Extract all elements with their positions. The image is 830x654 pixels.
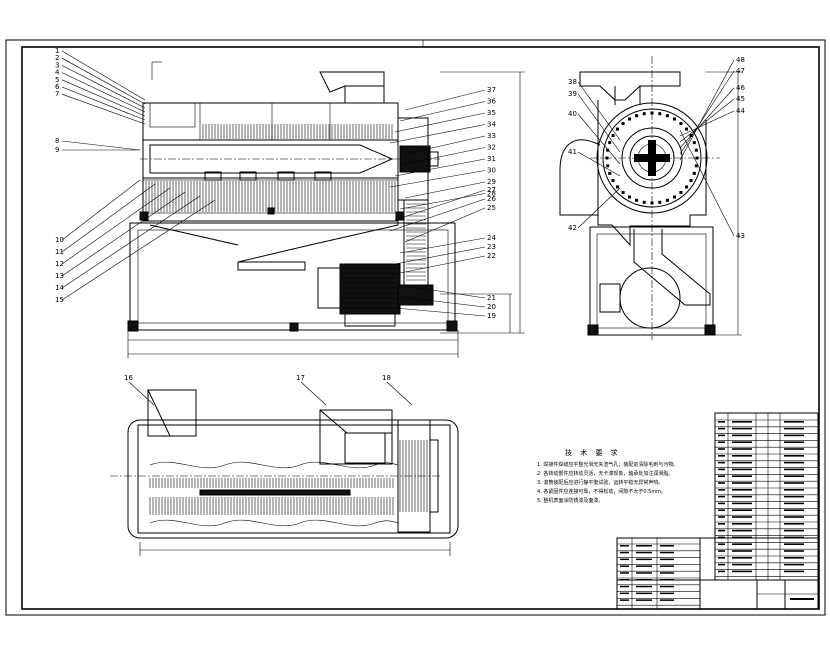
callout-label: 7 <box>55 90 59 98</box>
callout-label: 25 <box>487 204 496 212</box>
callout-label: 32 <box>487 144 496 152</box>
callout-label: 1 <box>55 47 59 55</box>
callout-label: 19 <box>487 312 496 320</box>
callout-label: 31 <box>487 155 496 163</box>
callout-label: 16 <box>124 374 133 382</box>
callout-label: 12 <box>55 260 64 268</box>
callout-label: 20 <box>487 303 496 311</box>
callout-label: 9 <box>55 146 59 154</box>
callout-label: 46 <box>736 84 745 92</box>
callout-label: 14 <box>55 284 64 292</box>
callout-label: 5 <box>55 76 59 84</box>
callout-label: 18 <box>382 374 391 382</box>
callout-label: 47 <box>736 67 745 75</box>
callout-label: 21 <box>487 294 496 302</box>
callout-label: 22 <box>487 252 496 260</box>
tech-req-line: 1. 焊接件焊缝应平整光滑无夹渣气孔；装配前清除毛刺与污物。 <box>537 461 678 468</box>
callout-label: 41 <box>568 148 577 156</box>
callout-label: 4 <box>55 69 60 77</box>
callout-label: 35 <box>487 109 496 117</box>
callout-label: 6 <box>55 83 60 91</box>
callout-label: 23 <box>487 243 496 251</box>
tech-req-line: 2. 各转动部件应转动灵活，无卡滞现象，轴承处加注润滑脂。 <box>537 470 673 477</box>
callout-label: 11 <box>55 248 64 256</box>
sheet-outer-border <box>5 39 826 616</box>
tech-req-title: 技 术 要 求 <box>565 448 621 457</box>
callout-label: 37 <box>487 86 496 94</box>
side-view <box>559 56 742 340</box>
callout-label: 40 <box>568 110 577 118</box>
title-block <box>616 537 819 610</box>
callout-label: 43 <box>736 232 745 240</box>
top-view <box>110 389 459 556</box>
callout-label: 36 <box>487 98 496 106</box>
callout-label: 17 <box>296 374 305 382</box>
sheet-inner-border <box>21 46 820 610</box>
callout-label: 45 <box>736 95 745 103</box>
tech-req-line: 4. 各紧固件应连接可靠，不得松动，间隙不大于0.5mm。 <box>537 488 666 495</box>
callout-label: 38 <box>568 78 577 86</box>
callout-label: 30 <box>487 167 496 175</box>
callout-label: 29 <box>487 178 496 186</box>
parts-list-table <box>714 412 819 581</box>
callout-label: 39 <box>568 90 577 98</box>
callout-label: 24 <box>487 234 496 242</box>
callout-label: 26 <box>487 195 496 203</box>
callout-label: 48 <box>736 56 745 64</box>
callout-label: 3 <box>55 61 59 69</box>
callout-label: 2 <box>55 54 59 62</box>
callout-label: 44 <box>736 107 745 115</box>
technical-requirements: 技 术 要 求 1. 焊接件焊缝应平整光滑无夹渣气孔；装配前清除毛刺与污物。 2… <box>537 448 678 504</box>
callout-label: 15 <box>55 296 64 304</box>
callout-label: 34 <box>487 121 496 129</box>
front-view <box>127 61 525 358</box>
leader-lines <box>61 50 735 406</box>
tech-req-line: 5. 整机表面涂防锈漆及面漆。 <box>537 497 603 504</box>
callout-label: 8 <box>55 137 59 145</box>
callout-label: 28 <box>487 190 496 198</box>
callout-label: 42 <box>568 224 577 232</box>
callout-labels: 1234567891011121314153736353433323130292… <box>55 47 745 382</box>
callout-label: 27 <box>487 186 496 194</box>
tech-req-line: 3. 滚筒装配后应进行静平衡试验，运转平稳无异常声响。 <box>537 479 663 486</box>
callout-label: 13 <box>55 272 64 280</box>
callout-label: 10 <box>55 236 64 244</box>
callout-label: 33 <box>487 132 496 140</box>
